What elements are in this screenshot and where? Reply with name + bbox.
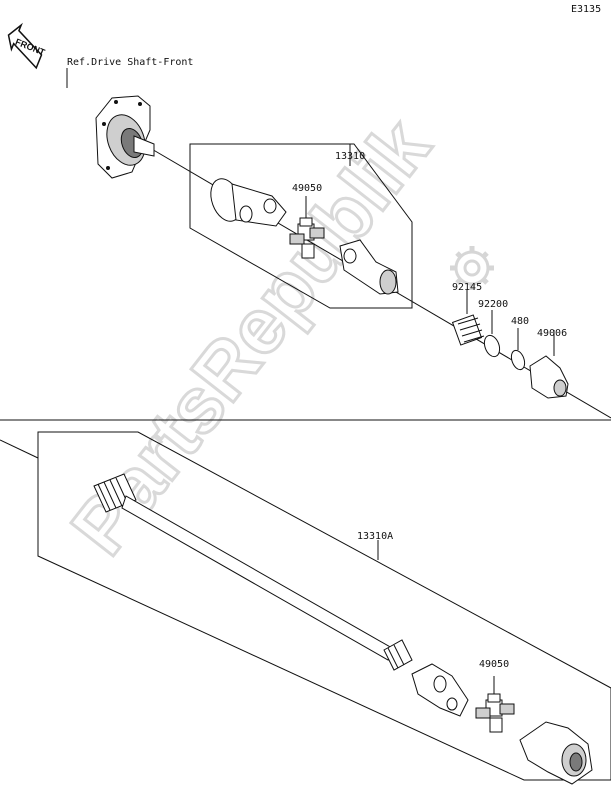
upper-spider-joint (289, 196, 325, 259)
callout-boot: 49006 (537, 328, 568, 339)
upper-yoke-rear (339, 239, 399, 295)
callout-spring: 92145 (452, 282, 483, 293)
front-arrow-icon: FRONT (7, 22, 47, 70)
lower-yoke-front (411, 663, 469, 717)
boot-part (529, 330, 569, 399)
ref-flange-housing (95, 95, 155, 179)
lower-assy-box (37, 431, 611, 781)
callout-assy-lower: 13310A (357, 531, 394, 542)
drive-shaft (93, 473, 413, 671)
callout-spider-lower: 49050 (479, 659, 510, 670)
lower-spider-joint (475, 676, 515, 733)
upper-assy-box (189, 143, 413, 309)
callout-circlip: 480 (511, 316, 530, 327)
diagram-code: E3135 (571, 4, 602, 15)
ring-part (483, 310, 501, 358)
callout-assy-upper: 13310 (335, 151, 366, 162)
circlip-part (510, 328, 526, 371)
lower-ref-line (0, 439, 39, 459)
callout-spider-upper: 49050 (292, 183, 323, 194)
ref-drive-shaft-label: Ref.Drive Shaft-Front (67, 57, 194, 68)
lower-yoke-rear (519, 721, 593, 785)
spring-part (451, 290, 485, 346)
callout-ring: 92200 (478, 299, 509, 310)
upper-yoke-front (210, 178, 287, 227)
watermark-gear-icon (450, 246, 494, 290)
